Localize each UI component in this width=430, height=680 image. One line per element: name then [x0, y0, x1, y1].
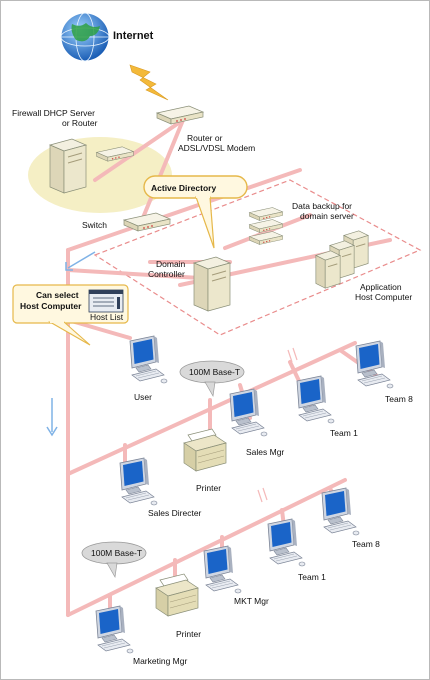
sales-director-label: Sales Directer — [148, 508, 202, 518]
can-select-callout: Can select Host Computer Host List — [12, 284, 129, 346]
domain-controller-label-1: Domain — [156, 259, 186, 269]
marketing-mgr-computer-icon — [95, 605, 134, 654]
domain-controller-icon — [193, 256, 231, 312]
user-computer-icon — [129, 335, 168, 384]
firewall-label-2: or Router — [62, 118, 98, 128]
can-select-label-2: Host Computer — [20, 301, 82, 311]
lightning-icon — [129, 64, 169, 101]
internet-globe-icon — [60, 12, 110, 62]
backup-storage-icon — [249, 207, 283, 245]
user-label: User — [134, 392, 152, 402]
host-list-icon — [88, 289, 124, 313]
network-label-upper: 100M Base-T — [189, 367, 240, 377]
application-host-servers-icon — [315, 230, 369, 289]
printer-upper-icon — [183, 428, 227, 472]
sales-mgr-label: Sales Mgr — [246, 447, 284, 457]
mkt-mgr-label: MKT Mgr — [234, 596, 269, 606]
team1-upper-label: Team 1 — [330, 428, 358, 438]
sales-director-computer-icon — [119, 457, 158, 506]
firewall-label-1: Firewall DHCP Server — [12, 108, 95, 118]
team1-upper-computer-icon — [296, 375, 335, 424]
team8-upper-computer-icon — [355, 340, 394, 389]
down-arrow-icon — [46, 398, 58, 437]
router-icon — [156, 105, 204, 125]
team1-lower-label: Team 1 — [298, 572, 326, 582]
can-select-label-1: Can select — [36, 290, 79, 300]
cable-breaks — [257, 347, 298, 503]
router-label-1: Router or — [187, 133, 223, 143]
network-bubble-upper: 100M Base-T — [179, 360, 245, 398]
flow-arrows — [46, 251, 96, 437]
team8-lower-label: Team 8 — [352, 539, 380, 549]
internet-label: Internet — [113, 30, 154, 42]
marketing-mgr-label: Marketing Mgr — [133, 656, 187, 666]
sales-mgr-computer-icon — [229, 388, 268, 437]
switch-label: Switch — [82, 220, 107, 230]
application-host-label-2: Host Computer — [355, 292, 412, 302]
application-host-label-1: Application — [360, 282, 402, 292]
backup-label-1: Data backup for — [292, 201, 352, 211]
active-directory-label: Active Directory — [151, 183, 216, 193]
active-directory-callout: Active Directory — [143, 175, 248, 249]
host-list-label: Host List — [90, 312, 124, 322]
down-left-arrow-icon — [65, 251, 96, 271]
printer-upper-label: Printer — [196, 483, 221, 493]
network-cables — [66, 118, 392, 617]
network-label-lower: 100M Base-T — [91, 548, 142, 558]
mkt-mgr-computer-icon — [203, 545, 242, 594]
printer-lower-label: Printer — [176, 629, 201, 639]
team8-upper-label: Team 8 — [385, 394, 413, 404]
domain-controller-label-2: Controller — [148, 269, 185, 279]
network-bubble-lower: 100M Base-T — [81, 541, 147, 579]
printer-lower-icon — [155, 573, 199, 617]
team1-lower-computer-icon — [267, 518, 306, 567]
firewall-server-icon — [49, 138, 87, 194]
router-label-2: ADSL/VDSL Modem — [178, 143, 255, 153]
domain-zone — [93, 179, 422, 336]
backup-label-2: domain server — [300, 211, 354, 221]
team8-lower-computer-icon — [321, 487, 360, 536]
